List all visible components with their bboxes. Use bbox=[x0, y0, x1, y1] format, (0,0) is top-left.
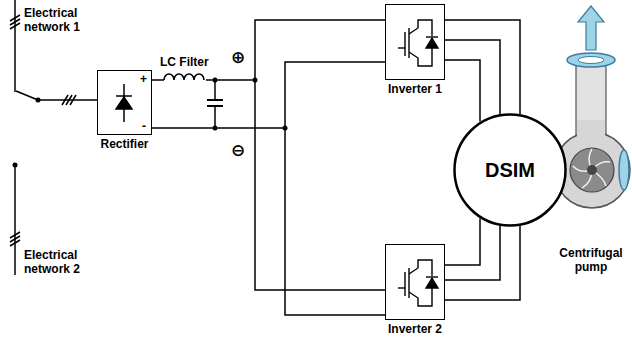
block-title: Inverter 2 bbox=[388, 322, 442, 336]
wire-connector bbox=[445, 225, 500, 280]
capacitor-symbol bbox=[214, 106, 216, 128]
phase-mark bbox=[10, 23, 20, 29]
phase-wire bbox=[445, 226, 520, 300]
igbt-symbol bbox=[398, 260, 438, 306]
network-label: Electrical network 1 bbox=[24, 6, 104, 34]
filter-label: LC Filter bbox=[160, 55, 209, 69]
polarity-symbol: ⊕ bbox=[231, 48, 245, 67]
inductor-symbol bbox=[164, 74, 204, 80]
supply-wire bbox=[38, 99, 97, 101]
network-line bbox=[14, 165, 16, 275]
inverter-box: Inverter 1 bbox=[385, 4, 445, 80]
motor-name: DSIM bbox=[485, 159, 535, 181]
pump-label: Centrifugal pump bbox=[550, 246, 632, 274]
phase-wire bbox=[445, 20, 520, 114]
network-label: Electrical network 2 bbox=[24, 248, 104, 276]
dc-bus-wire bbox=[255, 80, 385, 290]
phase-mark bbox=[10, 240, 20, 246]
motor-circle: DSIM bbox=[453, 113, 567, 227]
capacitor-symbol bbox=[207, 99, 223, 101]
phase-wire bbox=[445, 219, 480, 266]
wire-connector bbox=[445, 40, 500, 115]
circle-outline bbox=[455, 115, 566, 226]
dc-bus-wire bbox=[285, 62, 385, 128]
block-title: Rectifier bbox=[100, 137, 148, 151]
switch-blade bbox=[16, 91, 38, 100]
polarity-sign: + bbox=[140, 72, 147, 86]
rectifier-box: Rectifier+- bbox=[97, 70, 152, 135]
diode-symbol bbox=[116, 95, 132, 97]
diode-symbol bbox=[116, 97, 132, 109]
network-line bbox=[14, 0, 16, 92]
block-title: Inverter 1 bbox=[388, 82, 442, 96]
contact-dot bbox=[36, 98, 41, 103]
igbt-symbol bbox=[398, 20, 438, 66]
wire-connector bbox=[152, 20, 385, 80]
inverter-box: Inverter 2 bbox=[385, 244, 445, 320]
phase-mark bbox=[70, 95, 76, 105]
phase-wire bbox=[445, 60, 480, 122]
wire-connector bbox=[152, 128, 385, 315]
polarity-symbol: ⊖ bbox=[231, 141, 245, 160]
polarity-sign: - bbox=[142, 119, 146, 133]
contact-dot bbox=[13, 163, 18, 168]
capacitor-symbol bbox=[214, 80, 216, 100]
inductor-ground bbox=[164, 72, 206, 82]
